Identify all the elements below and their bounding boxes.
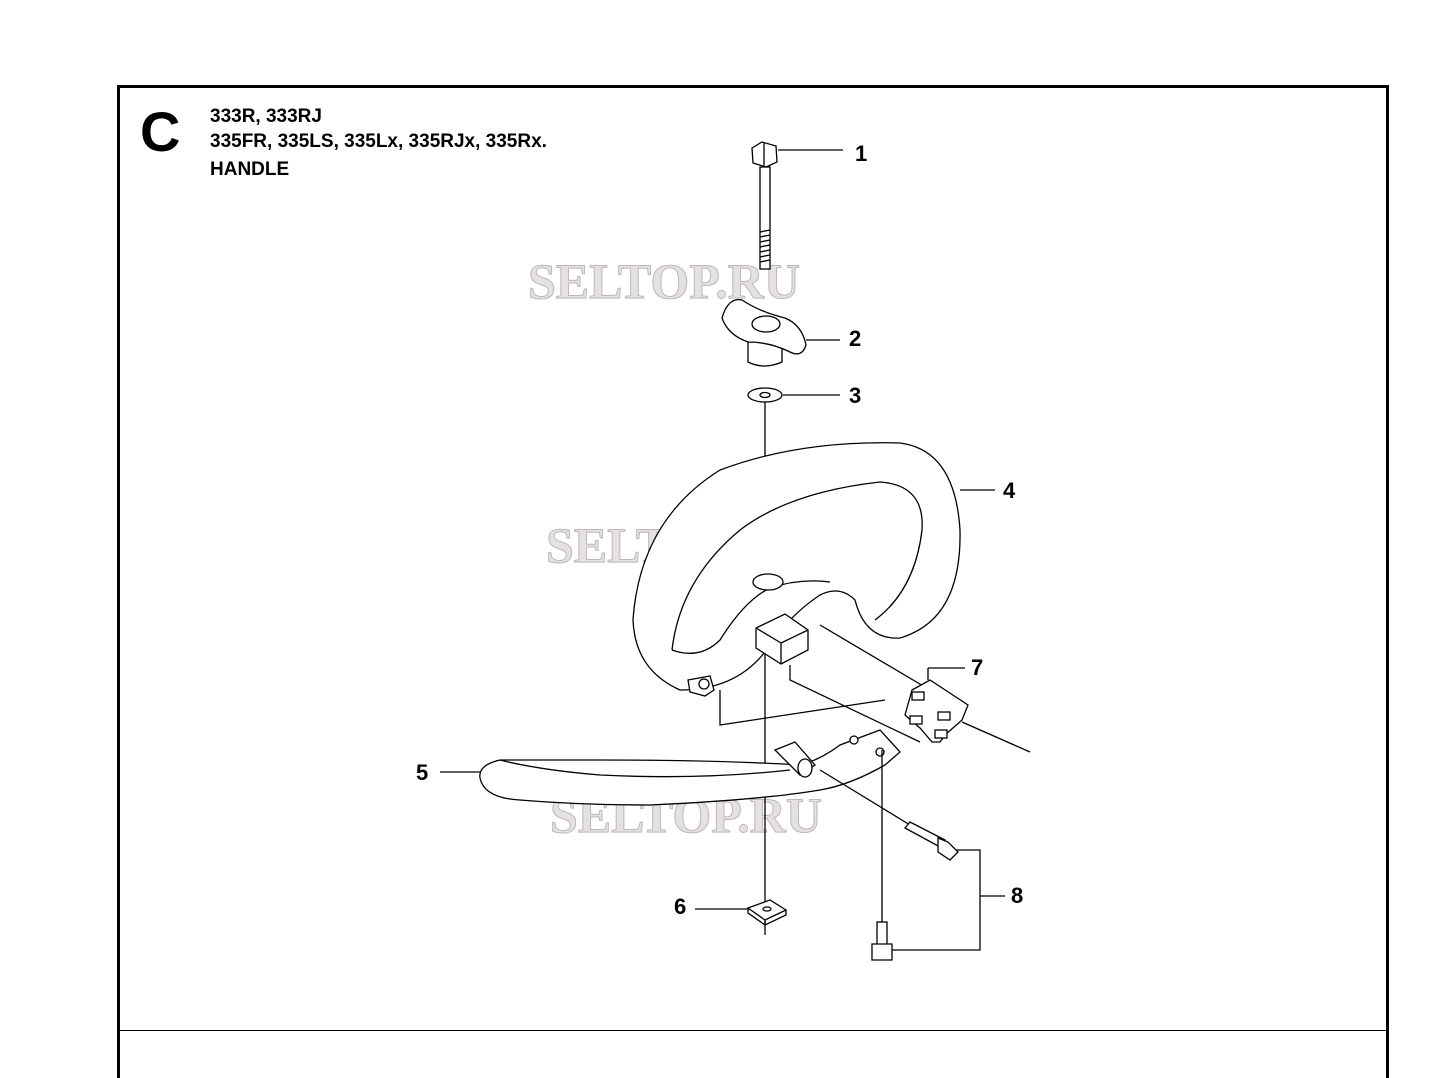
part-4-handle-loop [632,442,995,743]
callout-5: 5 [416,760,428,785]
diagram-title: HANDLE [210,159,290,180]
callout-4: 4 [1003,478,1016,503]
callout-1: 1 [855,141,867,166]
callout-8: 8 [1011,883,1023,908]
part-3-washer [747,387,840,403]
callout-3: 3 [849,383,861,408]
models-line-2: 335FR, 335LS, 335Lx, 335RJx, 335Rx. [210,131,547,152]
models-line-1: 333R, 333RJ [210,106,322,127]
part-6-square-nut [695,899,788,926]
part-8-screws [871,821,1005,961]
watermark: SELTOP.RU [528,253,800,309]
callout-7: 7 [971,655,983,680]
section-letter: C [140,100,181,163]
bottom-rule [120,1030,1386,1031]
part-7-connector [904,667,1031,753]
part-2-wing-nut [721,298,840,367]
callout-2: 2 [849,326,861,351]
part-1-bolt [751,141,843,270]
callout-6: 6 [674,894,686,919]
part-5-lower-bar [440,729,911,922]
diagram-frame [117,85,1389,1078]
